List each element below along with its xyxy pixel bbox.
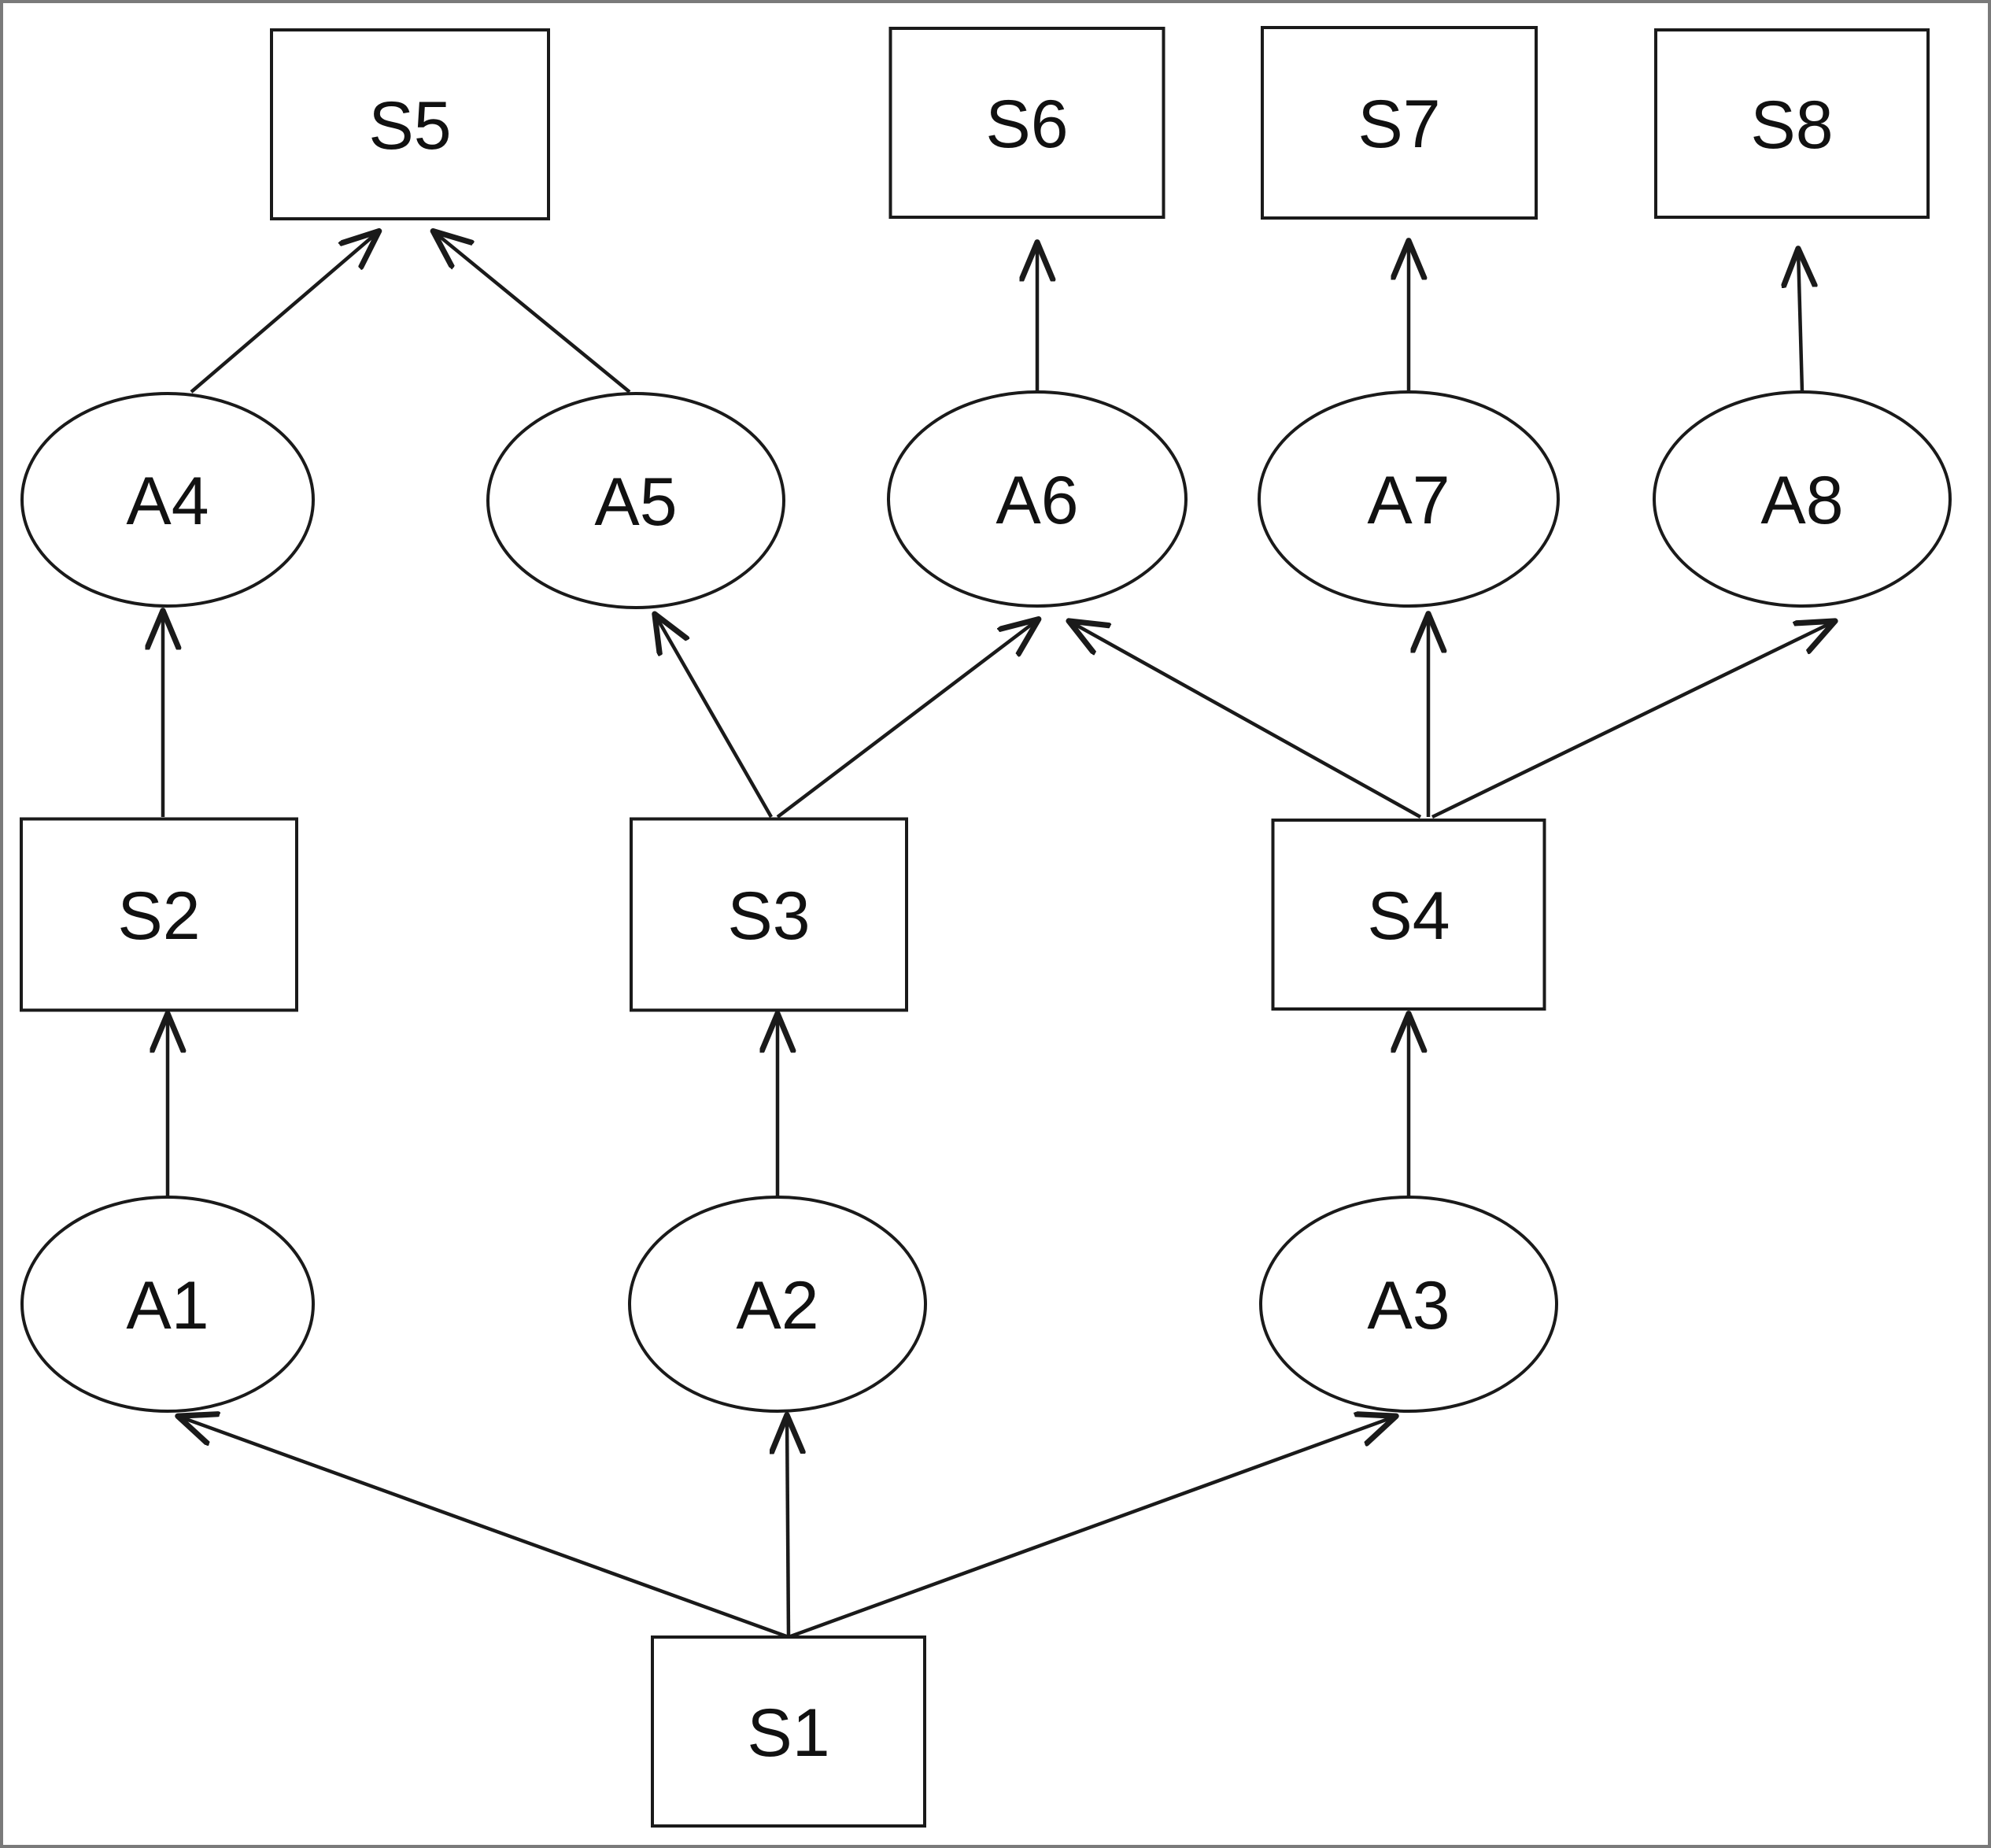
action-ellipse-a6[interactable] [887, 390, 1188, 608]
action-ellipse-a8[interactable] [1653, 390, 1952, 608]
edge-s4-to-a8 [1431, 622, 1834, 819]
action-node-a7[interactable]: A7 [1258, 390, 1560, 608]
edge-a5-to-s5 [434, 232, 631, 394]
edge-s1-to-a2 [787, 1417, 789, 1638]
state-rect-s6[interactable] [888, 27, 1165, 219]
state-node-s8[interactable]: S8 [1654, 28, 1930, 219]
state-node-s7[interactable]: S7 [1261, 26, 1538, 220]
action-label-a1: A1 [126, 1268, 209, 1343]
action-node-a4[interactable]: A4 [20, 392, 315, 608]
state-rect-s5[interactable] [270, 28, 550, 220]
action-node-a8[interactable]: A8 [1653, 390, 1952, 608]
action-ellipse-a1[interactable] [20, 1196, 315, 1413]
state-rect-s8[interactable] [1654, 28, 1930, 219]
state-node-s3[interactable]: S3 [630, 817, 908, 1012]
state-label-s8: S8 [1750, 87, 1833, 163]
state-rect-s7[interactable] [1261, 26, 1538, 220]
state-label-s5: S5 [368, 88, 451, 164]
edges-layer [163, 232, 1834, 1639]
action-label-a2: A2 [736, 1268, 818, 1343]
action-node-a1[interactable]: A1 [20, 1196, 315, 1413]
state-rect-s3[interactable] [630, 817, 908, 1012]
edge-s3-to-a6 [776, 620, 1037, 819]
action-ellipse-a5[interactable] [486, 392, 785, 609]
action-label-a6: A6 [996, 463, 1078, 538]
state-node-s5[interactable]: S5 [270, 28, 550, 220]
action-node-a5[interactable]: A5 [486, 392, 785, 609]
action-ellipse-a4[interactable] [20, 392, 315, 608]
state-rect-s2[interactable] [20, 817, 298, 1012]
state-label-s3: S3 [727, 878, 810, 954]
state-node-s1[interactable]: S1 [651, 1635, 926, 1828]
action-label-a7: A7 [1367, 463, 1450, 538]
edge-s1-to-a3 [788, 1417, 1394, 1639]
state-node-s6[interactable]: S6 [888, 27, 1165, 219]
action-ellipse-a7[interactable] [1258, 390, 1560, 608]
state-label-s2: S2 [117, 878, 200, 954]
action-ellipse-a2[interactable] [628, 1196, 927, 1413]
action-label-a3: A3 [1367, 1268, 1450, 1343]
edge-a4-to-s5 [190, 232, 378, 394]
state-label-s4: S4 [1367, 878, 1450, 954]
state-label-s1: S1 [747, 1695, 829, 1771]
state-node-s2[interactable]: S2 [20, 817, 298, 1012]
action-label-a4: A4 [126, 464, 209, 539]
action-ellipse-a3[interactable] [1259, 1196, 1558, 1413]
state-label-s6: S6 [985, 87, 1068, 162]
action-label-a8: A8 [1760, 463, 1843, 538]
action-node-a2[interactable]: A2 [628, 1196, 927, 1413]
state-label-s7: S7 [1358, 87, 1440, 162]
action-label-a5: A5 [594, 464, 677, 540]
edge-s4-to-a6 [1070, 622, 1422, 819]
action-node-a3[interactable]: A3 [1259, 1196, 1558, 1413]
edge-s1-to-a1 [179, 1417, 789, 1639]
state-rect-s1[interactable] [651, 1635, 926, 1828]
edge-s3-to-a5 [656, 615, 773, 819]
edge-a8-to-s8 [1798, 250, 1802, 393]
action-node-a6[interactable]: A6 [887, 390, 1188, 608]
state-rect-s4[interactable] [1271, 819, 1546, 1011]
state-node-s4[interactable]: S4 [1271, 819, 1546, 1011]
